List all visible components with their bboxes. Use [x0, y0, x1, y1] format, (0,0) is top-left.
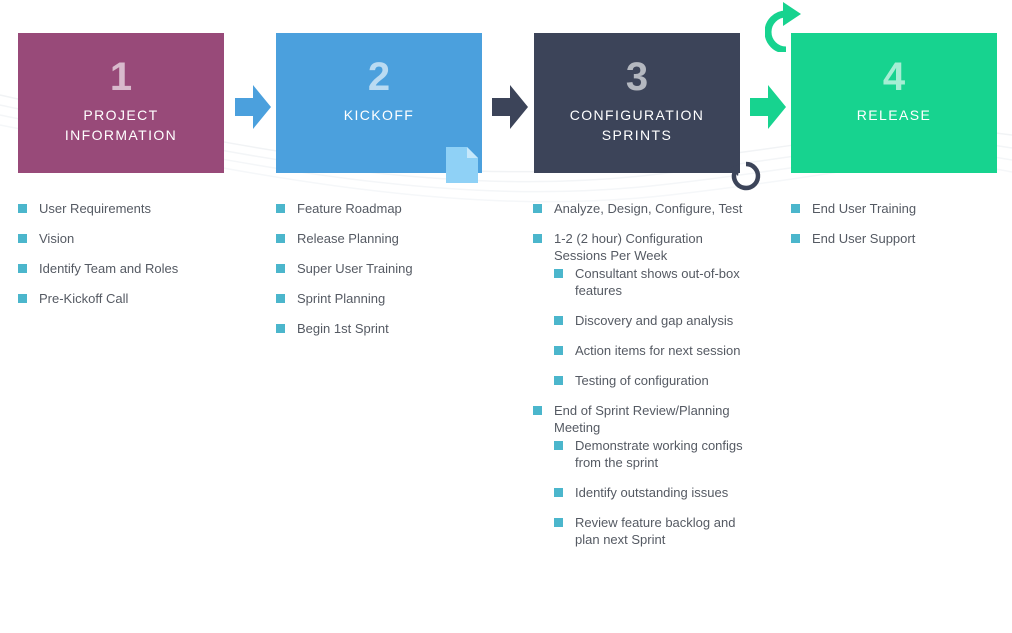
- sub-list-item: Discovery and gap analysis: [554, 312, 743, 329]
- list-item: Pre-Kickoff Call: [18, 290, 228, 307]
- right-arrow-icon: [750, 85, 786, 129]
- step-kickoff: 2 KICKOFF: [276, 33, 482, 173]
- step-configuration-sprints: 3 CONFIGURATION SPRINTS: [534, 33, 740, 173]
- list-item: Analyze, Design, Configure, Test: [533, 200, 743, 217]
- step-project-information: 1 PROJECT INFORMATION: [18, 33, 224, 173]
- project-information-list: User Requirements Vision Identify Team a…: [18, 200, 228, 320]
- step-title: PROJECT INFORMATION: [64, 107, 178, 143]
- right-arrow-icon: [492, 85, 528, 129]
- sub-list: Demonstrate working configs from the spr…: [554, 437, 743, 548]
- list-item-text: End of Sprint Review/Planning Meeting: [554, 403, 730, 435]
- list-item-text: Analyze, Design, Configure, Test: [554, 201, 743, 216]
- step-number: 4: [882, 55, 906, 99]
- configuration-sprints-list: Analyze, Design, Configure, Test 1-2 (2 …: [533, 200, 743, 561]
- list-item-text: 1-2 (2 hour) Configuration Sessions Per …: [554, 231, 703, 263]
- cycle-arrow-icon: [728, 158, 764, 194]
- kickoff-list: Feature Roadmap Release Planning Super U…: [276, 200, 486, 350]
- sub-list-item: Action items for next session: [554, 342, 743, 359]
- step-title: CONFIGURATION SPRINTS: [569, 107, 705, 143]
- right-arrow-icon: [235, 85, 271, 129]
- sub-list: Consultant shows out-of-box features Dis…: [554, 265, 743, 389]
- list-item: Feature Roadmap: [276, 200, 486, 217]
- list-item: Begin 1st Sprint: [276, 320, 486, 337]
- release-list: End User Training End User Support: [791, 200, 1001, 260]
- step-title: KICKOFF: [343, 107, 415, 123]
- sub-list-item: Testing of configuration: [554, 372, 743, 389]
- step-title: RELEASE: [856, 107, 932, 123]
- list-item: Sprint Planning: [276, 290, 486, 307]
- list-item: Vision: [18, 230, 228, 247]
- list-item: User Requirements: [18, 200, 228, 217]
- sub-list-item: Demonstrate working configs from the spr…: [554, 437, 743, 471]
- cycle-arrow-icon: [764, 0, 807, 54]
- sub-list-item: Consultant shows out-of-box features: [554, 265, 743, 299]
- list-item: Identify Team and Roles: [18, 260, 228, 277]
- list-item: End User Training: [791, 200, 1001, 217]
- step-number: 1: [109, 55, 133, 99]
- list-item: Release Planning: [276, 230, 486, 247]
- document-icon: [446, 147, 478, 183]
- sub-list-item: Identify outstanding issues: [554, 484, 743, 501]
- list-item: Super User Training: [276, 260, 486, 277]
- step-number: 3: [625, 55, 649, 99]
- list-item: 1-2 (2 hour) Configuration Sessions Per …: [533, 230, 743, 389]
- list-item: End User Support: [791, 230, 1001, 247]
- sub-list-item: Review feature backlog and plan next Spr…: [554, 514, 743, 548]
- step-release: 4 RELEASE: [791, 33, 997, 173]
- step-number: 2: [367, 55, 391, 99]
- list-item: End of Sprint Review/Planning Meeting De…: [533, 402, 743, 548]
